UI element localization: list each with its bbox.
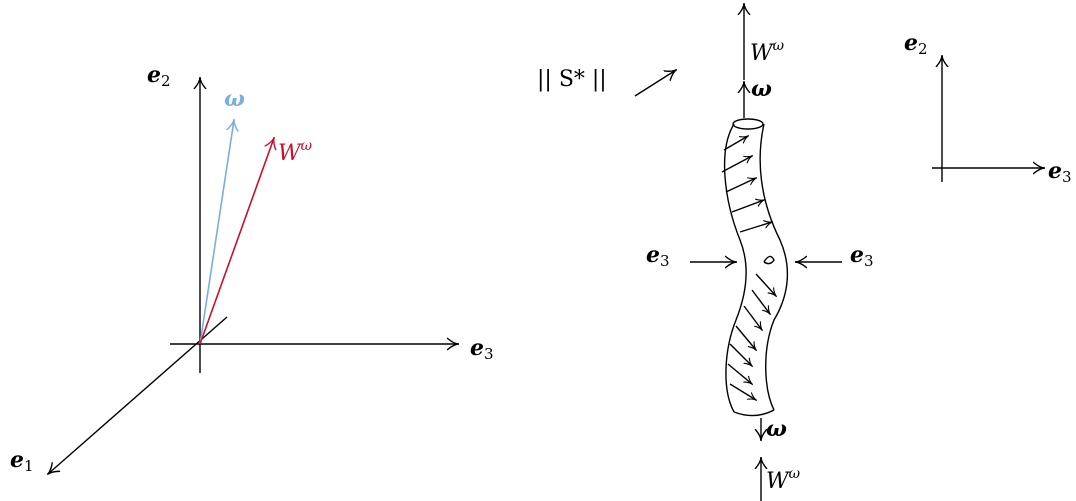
e3-label: e3: [470, 335, 494, 363]
norm-arrow: [634, 70, 676, 97]
tube-top-cap: [732, 118, 764, 130]
tube-twist: [763, 255, 775, 265]
frame-e3-label: e3: [1048, 158, 1072, 186]
top-omega-label: ω: [751, 76, 772, 102]
e1-label: e1: [10, 447, 34, 475]
left-e3-label: e3: [646, 242, 670, 270]
w-omega-vector: [199, 138, 274, 345]
omega-label: ω: [224, 86, 245, 112]
bottom-w-label: Wω: [766, 466, 801, 494]
tube-left-edge: [723, 123, 747, 413]
top-w-label: Wω: [750, 38, 785, 66]
tube-field-arrows: [721, 136, 776, 400]
omega-vector: [199, 120, 234, 345]
tube-bottom-cap: [733, 409, 775, 417]
left-diagram: e2 e3 e1 ω Wω: [10, 62, 494, 475]
w-omega-label: Wω: [278, 138, 313, 166]
norm-label: || S* ||: [537, 67, 607, 92]
tube-right-edge: [759, 123, 789, 411]
reference-frame: e2 e3: [904, 30, 1072, 186]
right-diagram: || S* || Wω ω ω Wω: [537, 4, 874, 501]
bottom-omega-label: ω: [766, 416, 787, 442]
right-e3-label: e3: [850, 242, 874, 270]
e1-axis: [48, 316, 228, 474]
frame-e2-label: e2: [904, 30, 928, 58]
e2-label: e2: [147, 62, 171, 90]
